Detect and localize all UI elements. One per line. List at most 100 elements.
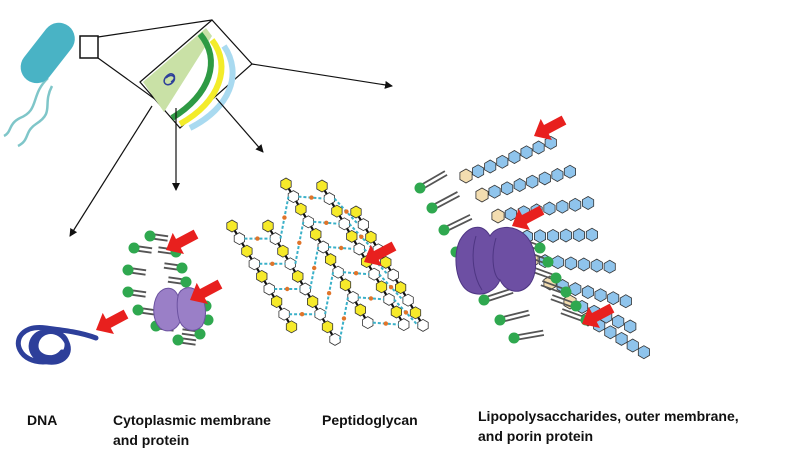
peptide-crosslink [372, 321, 399, 326]
glycan-sugar [306, 295, 319, 309]
peptide-crosslink [289, 312, 316, 317]
membrane-protein-line [176, 295, 181, 323]
porin-groove [472, 235, 483, 291]
amino-acid [309, 195, 314, 200]
lps-o-antigen-sugar [543, 201, 556, 216]
lps-o-antigen-sugar [538, 171, 551, 186]
lps-o-antigen-sugar [626, 338, 639, 353]
red-arrow-shape [512, 205, 545, 231]
peptide-crosslink [324, 272, 335, 315]
lps-o-antigen-sugar [551, 168, 564, 182]
glycan-sugar [409, 306, 422, 320]
glycan-sugar [299, 282, 311, 296]
red-arrow [534, 115, 567, 141]
lps-o-antigen-sugar [581, 285, 594, 300]
red-arrow-shape [582, 303, 615, 329]
outer-membrane-blue [188, 44, 236, 131]
glycan-sugar [277, 244, 289, 258]
amino-acid [388, 285, 394, 290]
amino-acid [299, 312, 305, 317]
peptide-crosslink [279, 196, 290, 239]
lipid-head [534, 242, 546, 254]
amino-acid [339, 245, 344, 251]
glycan-sugar [317, 240, 329, 254]
lipid-head [438, 224, 450, 236]
glycan-sugar [329, 332, 341, 346]
lps-o-antigen-sugar [637, 345, 650, 360]
zoom-line [97, 19, 213, 38]
glycan-sugar [353, 242, 365, 256]
peptide-bond [298, 195, 325, 200]
porin-protein [455, 226, 537, 295]
pointer-arrow-lps [251, 63, 393, 89]
peptide-bond [357, 296, 385, 301]
lps-o-antigen-sugar [594, 288, 607, 303]
lipid-head [570, 300, 582, 312]
lps-o-antigen-sugar [563, 164, 576, 179]
lps-o-antigen-sugar [569, 282, 582, 297]
lipid-head [414, 182, 426, 194]
glycan-sugar [357, 218, 370, 232]
glycan-sugar [262, 219, 274, 233]
lps-o-antigen-sugar [607, 291, 620, 306]
glycan-sugar [280, 177, 292, 191]
lps-o-antigen-sugar [577, 257, 590, 272]
glycan-sugar [380, 255, 392, 269]
peptide-crosslink [244, 236, 271, 241]
peptidoglycan-layer [226, 177, 429, 346]
glycan-sugar [302, 215, 314, 229]
glycan-sugar [285, 320, 298, 334]
amino-acid [312, 265, 317, 271]
peptide-crosslink [328, 245, 355, 251]
glycan-sugar [295, 202, 307, 216]
red-arrow-shape [190, 279, 223, 305]
red-arrow-group [96, 115, 615, 335]
peptide-crosslink [333, 197, 360, 226]
glycan-sugar [347, 290, 359, 304]
lps-core-sugar [491, 208, 505, 224]
amino-acid [270, 261, 275, 266]
label-dna: DNA [27, 410, 57, 430]
lipid-head [176, 262, 188, 274]
lipid-head [542, 256, 554, 268]
glycan-sugar [362, 316, 374, 330]
peptide-crosslink [309, 246, 320, 290]
lipid-head [550, 272, 562, 284]
amino-acid [326, 291, 332, 296]
red-arrow [582, 303, 615, 329]
amino-acid [255, 236, 260, 241]
glycan-sugar [278, 307, 290, 321]
lps-o-antigen-sugar [624, 319, 637, 334]
dna-strand [15, 325, 99, 365]
glycan-sugar [287, 190, 300, 204]
glycan-sugar [316, 179, 328, 193]
glycan-sugar [375, 280, 388, 294]
porin-groove [492, 237, 501, 281]
lipid-head [128, 242, 140, 254]
red-arrow [166, 229, 199, 255]
glycan-sugar [383, 292, 395, 306]
lps-o-antigen-sugar [484, 159, 497, 174]
red-arrow-shape [96, 309, 129, 335]
peptide-crosslink [338, 297, 349, 340]
flagellum [17, 85, 54, 148]
glycan-sugar [346, 229, 358, 243]
peptide-bond [343, 271, 370, 276]
glycan-sugar [269, 232, 282, 246]
label-lps-line2: and porin protein [478, 428, 594, 444]
amino-acid [297, 240, 302, 245]
glycan-sugar [256, 269, 268, 283]
lps-o-antigen-sugar [544, 135, 557, 150]
red-arrow-shape [364, 241, 397, 267]
amino-acid [324, 220, 329, 225]
amino-acid [353, 271, 359, 276]
label-cytoplasmic-line2: and protein [113, 432, 190, 448]
lps-o-antigen-sugar [504, 207, 517, 222]
glycan-sugar [350, 205, 362, 219]
glycan-sugar [394, 281, 407, 295]
lps-o-antigen-sugar [532, 140, 545, 155]
glycan-sugar [332, 265, 344, 279]
amino-acid [282, 215, 287, 220]
glycan-backbone [267, 225, 336, 340]
label-cytoplasmic-membrane: Cytoplasmic membrane and protein [113, 410, 271, 450]
